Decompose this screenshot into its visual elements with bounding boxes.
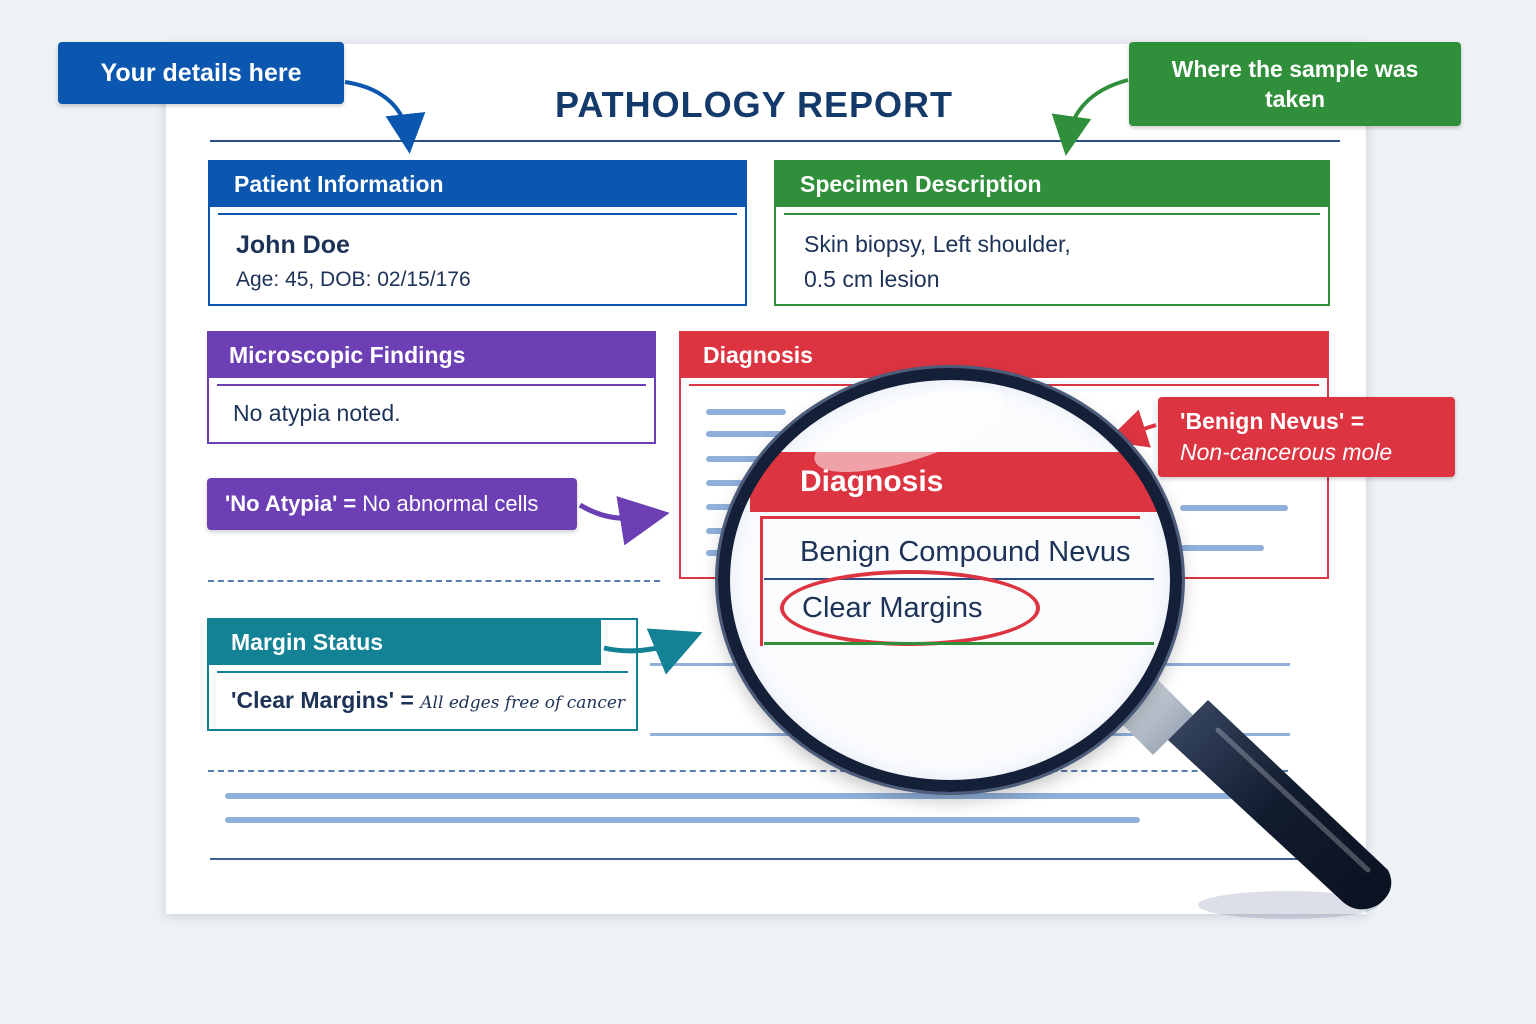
benign-term: 'Benign Nevus' =	[1180, 408, 1365, 434]
margin-arrow-icon	[603, 628, 703, 675]
details-arrow-icon	[344, 80, 426, 154]
magnifier-rim	[718, 368, 1182, 792]
benign-arrow-icon	[1106, 409, 1157, 448]
specimen-divider	[784, 213, 1320, 215]
dashed-divider	[208, 770, 1288, 772]
microscopic-header-label: Microscopic Findings	[229, 342, 466, 368]
benign-callout: 'Benign Nevus' = Non-cancerous mole	[1158, 397, 1455, 477]
placeholder-line	[706, 456, 786, 462]
microscopic-divider	[217, 384, 646, 386]
patient-name: John Doe	[236, 231, 350, 259]
margin-status-header: Margin Status	[209, 620, 601, 665]
report-line	[225, 817, 1140, 823]
placeholder-line	[706, 550, 726, 556]
margin-status-divider	[217, 671, 628, 673]
patient-info-box: Patient Information John Doe Age: 45, DO…	[208, 160, 747, 306]
magnifying-glass-icon: Diagnosis Benign Compound Nevus Clear Ma…	[718, 368, 1392, 919]
patient-info-header-label: Patient Information	[234, 171, 444, 197]
details-callout: Your details here	[58, 42, 344, 104]
specimen-header-label: Specimen Description	[800, 171, 1042, 197]
margin-status-header-label: Margin Status	[231, 629, 384, 655]
placeholder-line	[1180, 545, 1264, 551]
benign-meaning: Non-cancerous mole	[1180, 439, 1393, 465]
margin-term: 'Clear Margins' =	[231, 687, 414, 713]
title-rule	[210, 140, 1340, 142]
sample-callout-text: Where the sample was taken	[1171, 56, 1419, 112]
diagnosis-header-label: Diagnosis	[703, 342, 813, 368]
magnifier-handle	[1108, 670, 1392, 919]
placeholder-line	[706, 431, 786, 437]
atypia-meaning: No abnormal cells	[362, 491, 539, 516]
report-line	[210, 858, 1338, 860]
placeholder-line	[1180, 505, 1288, 511]
diagnosis-header: Diagnosis	[681, 333, 1327, 378]
margin-meaning: All edges free of cancer	[420, 693, 626, 713]
specimen-line-1: Skin biopsy, Left shoulder,	[804, 231, 1071, 257]
placeholder-line	[706, 528, 736, 534]
placeholder-line	[706, 480, 766, 486]
microscopic-text: No atypia noted.	[233, 400, 401, 426]
patient-age-dob: Age: 45, DOB: 02/15/176	[236, 268, 471, 291]
sample-callout: Where the sample was taken	[1129, 42, 1461, 126]
atypia-arrow-icon	[578, 496, 670, 546]
microscopic-box: Microscopic Findings No atypia noted.	[207, 331, 656, 444]
specimen-line-2: 0.5 cm lesion	[804, 266, 940, 292]
dashed-divider	[208, 580, 660, 582]
microscopic-header: Microscopic Findings	[209, 333, 654, 378]
specimen-box: Specimen Description Skin biopsy, Left s…	[774, 160, 1330, 306]
margin-status-box: Margin Status 'Clear Margins' = All edge…	[207, 618, 638, 731]
report-line	[225, 793, 1280, 799]
placeholder-line	[706, 409, 786, 415]
sample-arrow-icon	[1051, 78, 1129, 156]
specimen-header: Specimen Description	[776, 162, 1328, 207]
report-title: PATHOLOGY REPORT	[554, 84, 954, 125]
atypia-term: 'No Atypia' =	[225, 491, 357, 516]
atypia-callout: 'No Atypia' = No abnormal cells	[207, 478, 577, 530]
patient-info-header: Patient Information	[210, 162, 745, 207]
margin-status-text: 'Clear Margins' = All edges free of canc…	[209, 673, 636, 714]
patient-info-divider	[218, 213, 737, 215]
details-callout-text: Your details here	[100, 58, 302, 87]
